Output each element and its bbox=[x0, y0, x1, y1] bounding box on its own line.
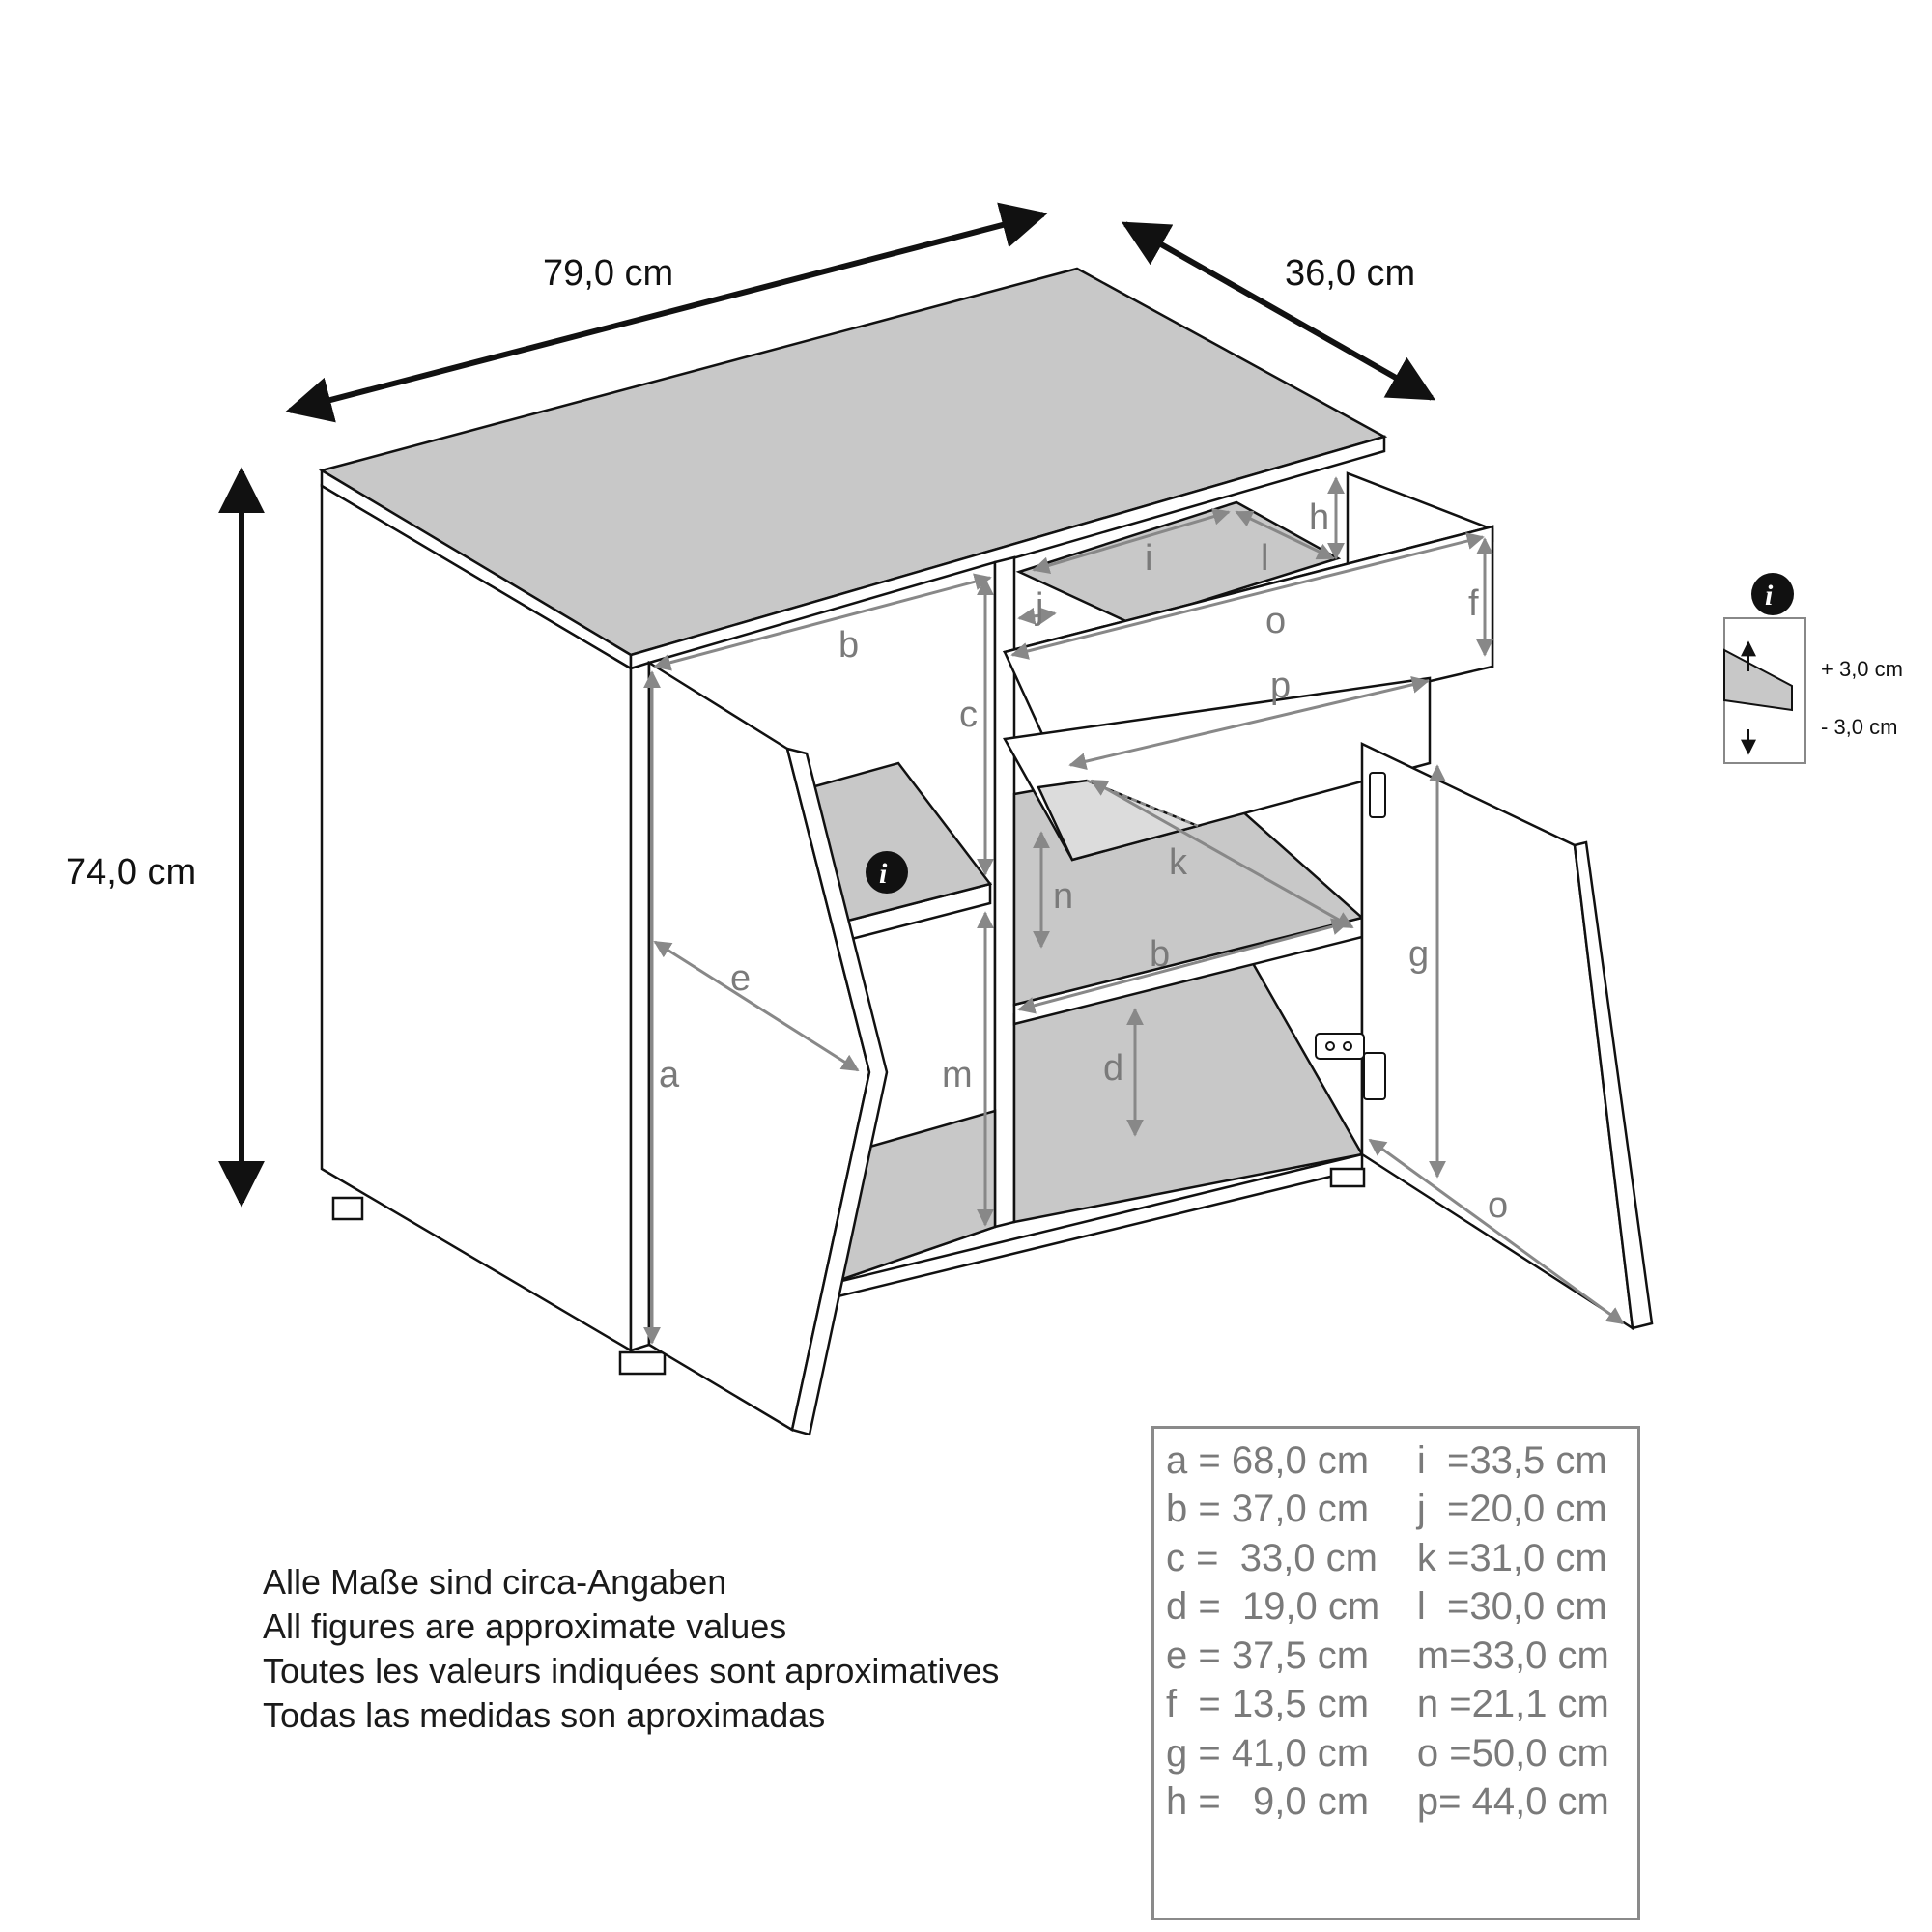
label-b: b bbox=[838, 625, 859, 666]
label-o-door: o bbox=[1488, 1185, 1508, 1226]
label-g: g bbox=[1408, 934, 1429, 975]
detail-shelf bbox=[1723, 648, 1793, 712]
legend-row: g = 41,0 cm o =50,0 cm bbox=[1154, 1729, 1637, 1778]
legend-entry: b = 37,0 cm bbox=[1166, 1488, 1370, 1531]
legend-entry: o =50,0 cm bbox=[1416, 1731, 1609, 1775]
label-d: d bbox=[1103, 1048, 1123, 1089]
label-o-drawer: o bbox=[1265, 601, 1286, 641]
legend-entry: a = 68,0 cm bbox=[1166, 1438, 1370, 1482]
legend-entry: k =31,0 cm bbox=[1416, 1536, 1607, 1579]
legend-entry: e = 37,5 cm bbox=[1166, 1634, 1370, 1677]
left-door-edge bbox=[785, 747, 889, 1436]
height-label: 74,0 cm bbox=[66, 852, 196, 893]
shelf-adjustment-detail: + 3,0 cm - 3,0 cm bbox=[1723, 617, 1903, 764]
label-e: e bbox=[730, 958, 751, 999]
overall-dimensions: 79,0 cm 36,0 cm 74,0 cm bbox=[66, 202, 1436, 1208]
legend-row: h = 9,0 cm p= 44,0 cm bbox=[1154, 1778, 1637, 1828]
measurement-lines bbox=[643, 476, 1625, 1345]
foot-right bbox=[1329, 1167, 1366, 1188]
legend-entry: n =21,1 cm bbox=[1416, 1683, 1609, 1726]
measure-k bbox=[1090, 779, 1354, 929]
shelf-down-value: - 3,0 cm bbox=[1821, 715, 1897, 739]
part-labels: a b c e m j i l h f o p n k b d g o bbox=[659, 497, 1508, 1226]
note-spanish: Todas las medidas son aproximadas bbox=[263, 1695, 826, 1735]
label-a: a bbox=[659, 1055, 680, 1095]
legend-row: e = 37,5 cm m=33,0 cm bbox=[1154, 1632, 1637, 1681]
label-f: f bbox=[1468, 583, 1479, 624]
hinge-icon bbox=[1315, 772, 1386, 1100]
legend-row: f = 13,5 cm n =21,1 cm bbox=[1154, 1681, 1637, 1730]
label-n: n bbox=[1053, 876, 1073, 917]
label-p: p bbox=[1270, 666, 1291, 706]
width-label: 79,0 cm bbox=[543, 253, 673, 294]
legend-entry: p= 44,0 cm bbox=[1416, 1780, 1609, 1824]
right-door bbox=[1315, 742, 1654, 1331]
left-inner-edge bbox=[629, 661, 651, 1352]
info-icon: i bbox=[1751, 573, 1794, 615]
legend-entry: m=33,0 cm bbox=[1416, 1634, 1609, 1677]
measure-p bbox=[1068, 675, 1430, 771]
legend-entry: f = 13,5 cm bbox=[1166, 1683, 1370, 1726]
note-german: Alle Maße sind circa-Angaben bbox=[263, 1562, 727, 1602]
right-door-panel bbox=[1360, 742, 1634, 1331]
svg-text:i: i bbox=[879, 858, 888, 890]
legend-entry: l =30,0 cm bbox=[1416, 1585, 1607, 1629]
depth-arrow bbox=[1121, 221, 1436, 401]
legend-entry: g = 41,0 cm bbox=[1166, 1731, 1370, 1775]
label-b-shelf: b bbox=[1150, 934, 1170, 975]
label-h: h bbox=[1309, 497, 1329, 538]
label-l: l bbox=[1261, 538, 1268, 579]
measure-e bbox=[653, 940, 860, 1072]
info-icon: i bbox=[866, 851, 908, 894]
label-j: j bbox=[1035, 586, 1043, 627]
foot-left bbox=[331, 1196, 364, 1221]
legend-entry: h = 9,0 cm bbox=[1166, 1780, 1370, 1824]
foot-front bbox=[618, 1350, 667, 1376]
label-c: c bbox=[959, 695, 978, 735]
shelf-up-value: + 3,0 cm bbox=[1821, 657, 1903, 681]
svg-text:i: i bbox=[1765, 580, 1774, 611]
measure-b-top bbox=[653, 573, 992, 671]
legend-entry: c = 33,0 cm bbox=[1166, 1536, 1378, 1579]
legend-entry: d = 19,0 cm bbox=[1166, 1585, 1380, 1629]
label-k: k bbox=[1169, 842, 1188, 883]
legend-entry: i =33,5 cm bbox=[1416, 1438, 1607, 1482]
legend-row: b = 37,0 cm j =20,0 cm bbox=[1154, 1486, 1637, 1535]
approximate-values-note: Alle Maße sind circa-Angaben All figures… bbox=[263, 1560, 999, 1738]
legend-row: d = 19,0 cm l =30,0 cm bbox=[1154, 1583, 1637, 1633]
note-french: Toutes les valeurs indiquées sont aproxi… bbox=[263, 1651, 1000, 1690]
note-english: All figures are approximate values bbox=[263, 1606, 787, 1646]
depth-label: 36,0 cm bbox=[1285, 253, 1415, 294]
label-i: i bbox=[1145, 538, 1152, 579]
legend-row: a = 68,0 cm i =33,5 cm bbox=[1154, 1436, 1637, 1486]
dimension-legend: a = 68,0 cm i =33,5 cm b = 37,0 cm j =20… bbox=[1151, 1426, 1640, 1920]
legend-entry: j =20,0 cm bbox=[1416, 1488, 1607, 1531]
width-arrow bbox=[285, 202, 1048, 423]
measure-o-door bbox=[1368, 1138, 1625, 1325]
label-m: m bbox=[942, 1055, 973, 1095]
measure-o-drawer bbox=[1010, 532, 1485, 660]
legend-row: c = 33,0 cm k =31,0 cm bbox=[1154, 1534, 1637, 1583]
measure-b-shelf bbox=[1017, 918, 1350, 1014]
